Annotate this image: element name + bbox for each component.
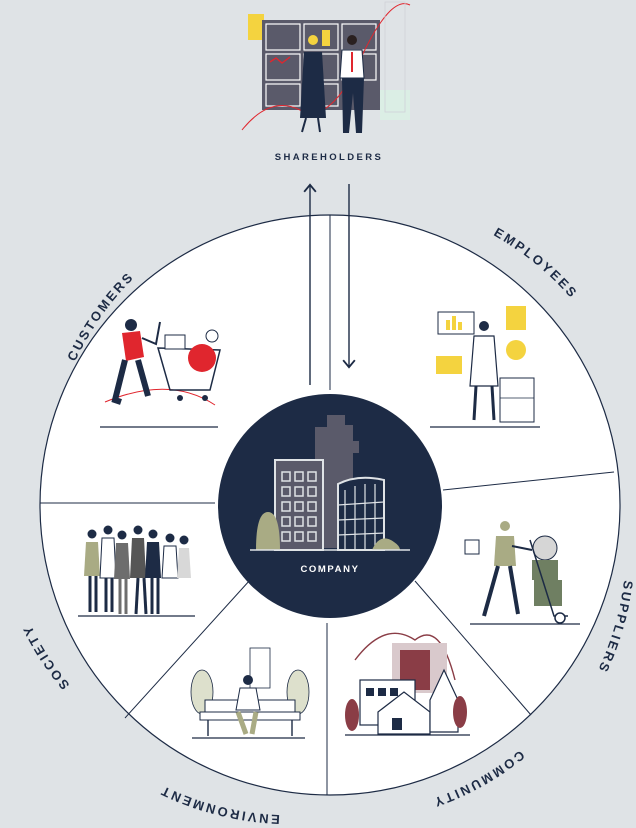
office-buildings-icon xyxy=(250,415,410,551)
segment-label-environment: ENVIRONMENT xyxy=(157,783,280,827)
wheel-dividers xyxy=(40,215,615,795)
segment-label-society: SOCIETY xyxy=(19,622,72,693)
shopping-cart-icon xyxy=(100,319,221,428)
group-of-people-icon xyxy=(78,525,195,617)
delivery-worker-icon xyxy=(464,521,580,625)
park-bench-icon xyxy=(190,647,310,739)
shareholders-label: SHAREHOLDERS xyxy=(275,152,384,163)
scientist-icon xyxy=(430,306,540,428)
business-people-icon xyxy=(241,1,411,133)
company-label: COMPANY xyxy=(300,564,359,575)
houses-icon xyxy=(345,632,470,736)
